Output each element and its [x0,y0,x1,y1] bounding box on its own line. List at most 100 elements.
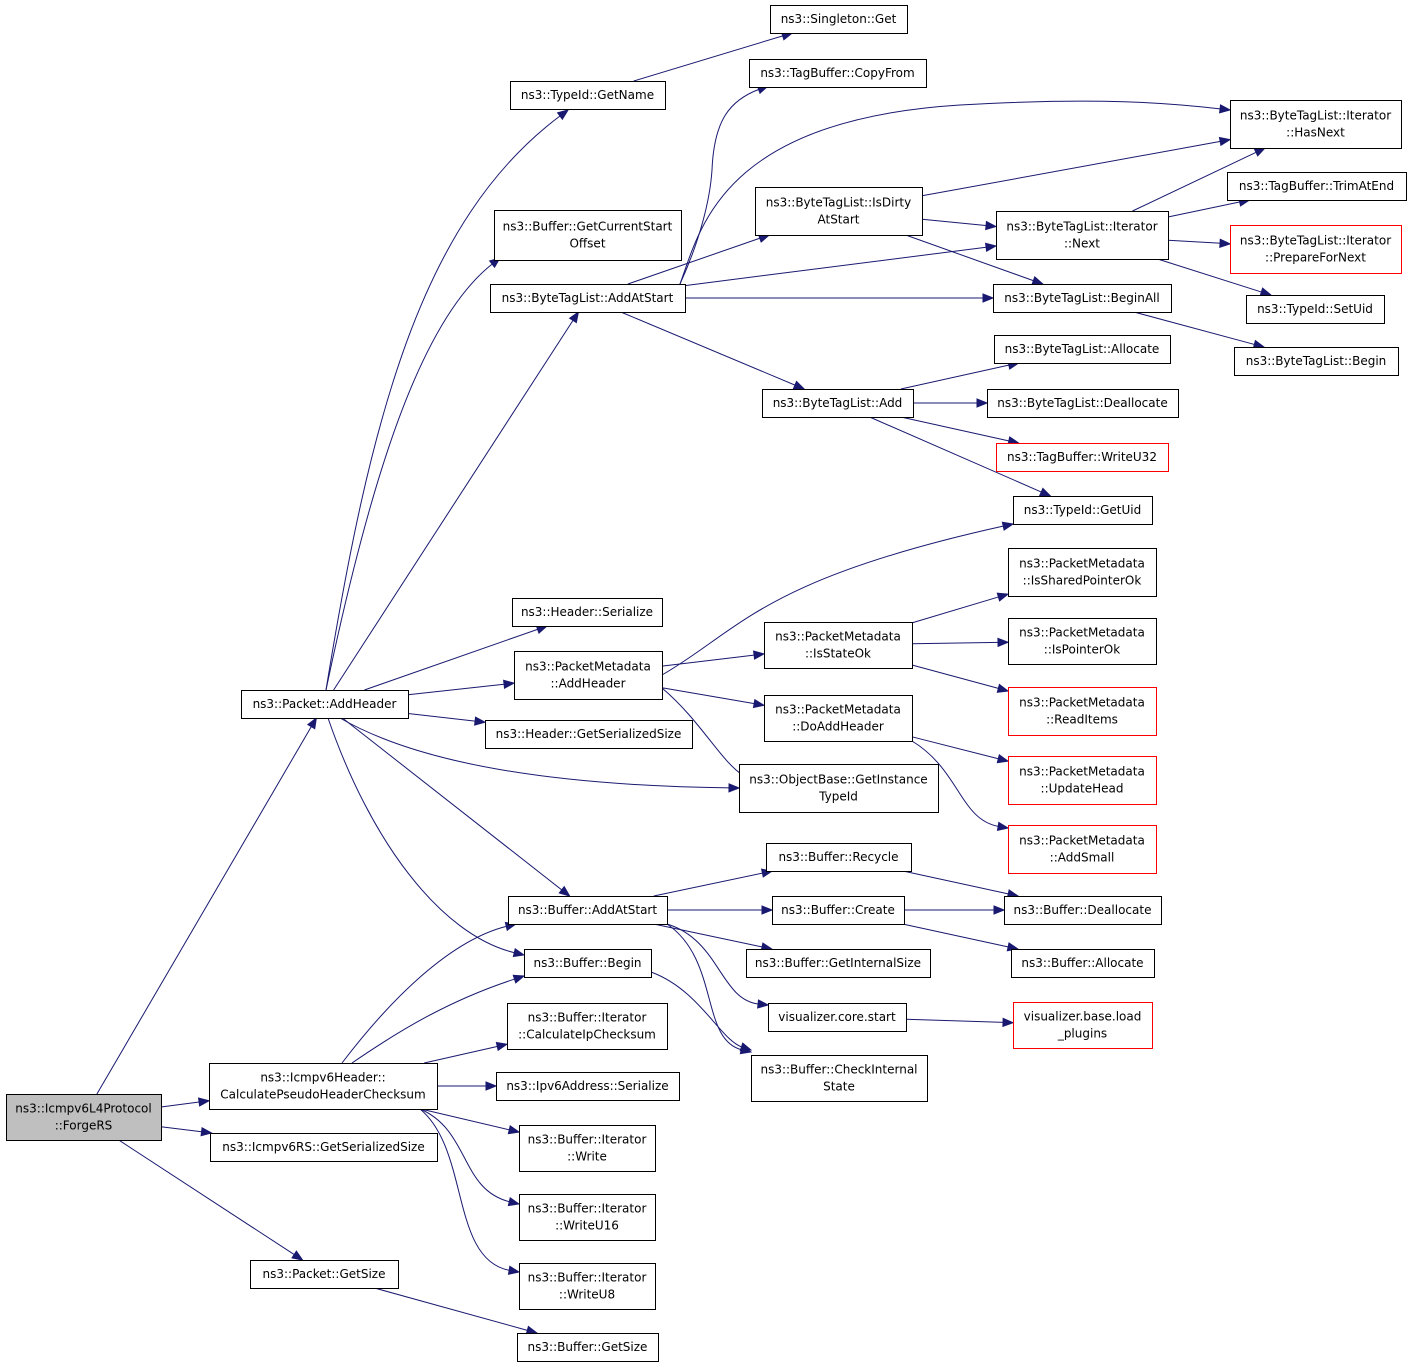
node-box [524,949,652,978]
edge-layer [96,31,1273,1335]
node-btl_addatstart[interactable]: ns3::ByteTagList::AddAtStart [490,284,686,313]
node-btl_add[interactable]: ns3::ByteTagList::Add [762,389,914,418]
node-buf_create[interactable]: ns3::Buffer::Create [772,896,905,925]
node-label-line: ::PrepareForNext [1265,251,1366,265]
node-btl_it_next[interactable]: ns3::ByteTagList::Iterator::Next [996,211,1169,260]
node-it_writeu8[interactable]: ns3::Buffer::Iterator::WriteU8 [519,1263,656,1310]
node-label-line: ns3::Header::Serialize [521,605,653,619]
node-btl_begin[interactable]: ns3::ByteTagList::Begin [1234,347,1399,376]
node-tagbuf_trimatend[interactable]: ns3::TagBuffer::TrimAtEnd [1227,172,1407,201]
node-forge[interactable]: ns3::Icmpv6L4Protocol::ForgeRS [6,1094,162,1141]
node-pm_addsmall[interactable]: ns3::PacketMetadata::AddSmall [1008,825,1157,874]
edge-btl_add-to-typeid_getuid [869,416,1043,493]
node-pm_issharedpointerok[interactable]: ns3::PacketMetadata::IsSharedPointerOk [1008,548,1157,597]
node-label-line: ns3::PacketMetadata [1019,765,1145,779]
node-label-line: ns3::Buffer::Create [781,903,895,917]
node-box [210,1133,438,1162]
node-pm_ispointerok[interactable]: ns3::PacketMetadata::IsPointerOk [1008,618,1157,665]
node-rs_getsersize[interactable]: ns3::Icmpv6RS::GetSerializedSize [210,1133,438,1162]
node-pm_updatehead[interactable]: ns3::PacketMetadata::UpdateHead [1008,756,1157,805]
node-pm_isstateok[interactable]: ns3::PacketMetadata::IsStateOk [764,622,913,669]
node-tagbuf_writeu32[interactable]: ns3::TagBuffer::WriteU32 [996,443,1169,472]
node-header_serialize[interactable]: ns3::Header::Serialize [512,598,663,627]
node-typeid_setuid[interactable]: ns3::TypeId::SetUid [1246,295,1385,324]
edge-btl_it_next-to-btl_it_preparefornext [1167,239,1222,244]
node-btl_it_preparefornext[interactable]: ns3::ByteTagList::Iterator::PrepareForNe… [1230,225,1402,274]
arrowhead-addheader-to-typeid_getname [556,109,570,121]
node-box [1230,100,1402,149]
arrowhead-btl_addatstart-to-btl_add [792,380,806,390]
node-packet_getsize[interactable]: ns3::Packet::GetSize [250,1260,399,1289]
node-label-line: ns3::ByteTagList::Begin [1246,354,1387,368]
node-pm_addheader[interactable]: ns3::PacketMetadata::AddHeader [514,651,663,700]
node-buf_addatstart[interactable]: ns3::Buffer::AddAtStart [508,896,668,925]
node-buf_begin[interactable]: ns3::Buffer::Begin [524,949,652,978]
node-box [519,1194,656,1241]
node-pm_doaddheader[interactable]: ns3::PacketMetadata::DoAddHeader [764,695,913,742]
node-box [1227,172,1407,201]
node-addheader[interactable]: ns3::Packet::AddHeader [241,690,409,719]
edge-btl_it_next-to-tagbuf_trimatend [1167,201,1241,218]
node-box [739,764,939,813]
node-typeid_getuid[interactable]: ns3::TypeId::GetUid [1013,496,1153,525]
node-ipv6_serialize[interactable]: ns3::Ipv6Address::Serialize [496,1072,680,1101]
node-label-line: ns3::PacketMetadata [775,703,901,717]
node-label-line: ns3::TypeId::SetUid [1257,302,1373,316]
node-label-line: ::CalculateIpChecksum [518,1028,656,1042]
arrowhead-viz_core_start-to-viz_base_load [1002,1017,1015,1028]
arrowhead-pm_isstateok-to-pm_readitems [996,683,1010,693]
arrowhead-pm_doaddheader-to-pm_addsmall [996,821,1010,831]
node-viz_base_load[interactable]: visualizer.base.load_plugins [1013,1002,1153,1049]
edge-forge-to-calcpseudo [160,1101,201,1108]
node-label-line: ::WriteU16 [555,1219,619,1233]
edge-addheader-to-pm_addheader [407,683,506,696]
node-label-line: TypeId [818,790,858,804]
arrowhead-btl_add-to-typeid_getuid [1038,487,1052,497]
node-tagbuf_copyfrom[interactable]: ns3::TagBuffer::CopyFrom [749,59,927,88]
node-btl_beginall[interactable]: ns3::ByteTagList::BeginAll [993,284,1172,313]
node-singleton_get[interactable]: ns3::Singleton::Get [770,5,908,34]
node-label-line: ns3::Header::GetSerializedSize [496,727,682,741]
node-btl_it_hasnext[interactable]: ns3::ByteTagList::Iterator::HasNext [1230,100,1402,149]
node-label-line: ns3::ByteTagList::Allocate [1005,342,1160,356]
arrowhead-addheader-to-buf_addatstart [558,885,571,897]
node-label-line: ::DoAddHeader [792,720,884,734]
node-calcpseudo[interactable]: ns3::Icmpv6Header::CalculatePseudoHeader… [209,1063,438,1110]
node-header_getsersize[interactable]: ns3::Header::GetSerializedSize [485,720,693,749]
node-it_writeu16[interactable]: ns3::Buffer::Iterator::WriteU16 [519,1194,656,1241]
node-pm_readitems[interactable]: ns3::PacketMetadata::ReadItems [1008,687,1157,736]
arrowhead-btl_addatstart-to-btl_it_next [984,242,998,252]
node-viz_core_start[interactable]: visualizer.core.start [768,1003,907,1032]
arrowhead-pm_isstateok-to-pm_ispointerok [997,637,1010,648]
node-buf_allocate[interactable]: ns3::Buffer::Allocate [1011,949,1155,978]
node-label-line: ns3::Buffer::Iterator [528,1011,647,1025]
node-box [508,896,668,925]
node-label-line: ::IsPointerOk [1044,643,1120,657]
node-buf_recycle[interactable]: ns3::Buffer::Recycle [766,843,912,872]
node-typeid_getname[interactable]: ns3::TypeId::GetName [510,81,666,110]
edge-btl_addatstart-to-btl_isdirty [627,237,761,285]
node-box [6,1094,162,1141]
node-buf_getsize[interactable]: ns3::Buffer::GetSize [517,1333,659,1362]
node-it_write[interactable]: ns3::Buffer::Iterator::Write [519,1125,656,1172]
arrowhead-btl_it_next-to-btl_it_preparefornext [1219,238,1232,248]
arrowhead-pm_addheader-to-typeid_getuid [1001,521,1015,531]
edge-btl_addatstart-to-btl_it_next [684,246,988,287]
node-label-line: ::IsStateOk [805,647,871,661]
node-buf_deallocate[interactable]: ns3::Buffer::Deallocate [1004,896,1162,925]
arrowhead-forge-to-rs_getsersize [200,1126,213,1137]
arrowhead-btl_isdirty-to-btl_beginall [1031,276,1045,285]
node-label-line: ns3::PacketMetadata [1019,834,1145,848]
edge-btl_beginall-to-btl_begin [1133,311,1256,346]
node-buf_getinternalsize[interactable]: ns3::Buffer::GetInternalSize [746,949,931,978]
node-it_calcipchecksum[interactable]: ns3::Buffer::Iterator::CalculateIpChecks… [507,1003,668,1050]
edge-calcpseudo-to-it_calcipchecksum [424,1045,499,1064]
node-btl_allocate[interactable]: ns3::ByteTagList::Allocate [994,335,1171,364]
node-box [764,695,913,742]
node-btl_deallocate[interactable]: ns3::ByteTagList::Deallocate [987,389,1179,418]
